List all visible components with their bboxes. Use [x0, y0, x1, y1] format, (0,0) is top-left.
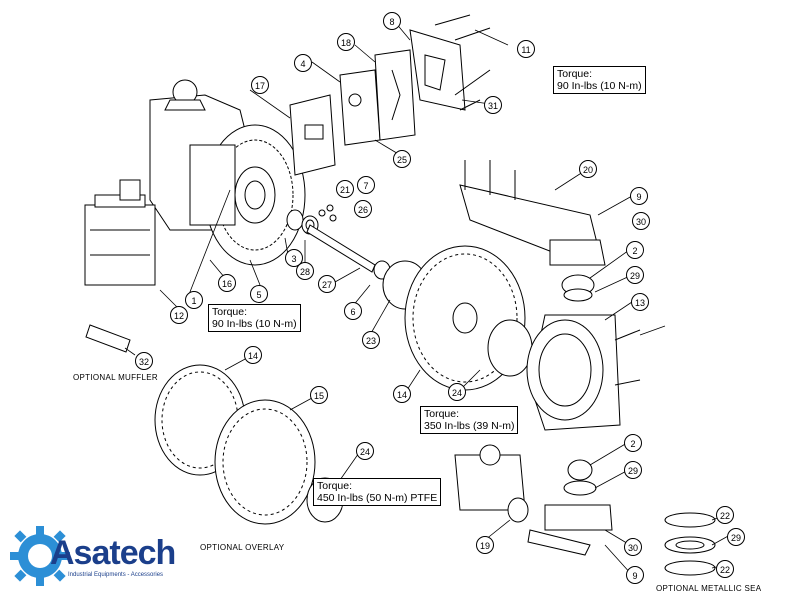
- callout-29b: 29: [624, 461, 642, 479]
- callout-24: 24: [448, 383, 466, 401]
- shaft-parts: [286, 204, 428, 310]
- callout-5: 5: [250, 285, 268, 303]
- asatech-logo: Asatech Industrial Equipments - Accessor…: [10, 520, 190, 590]
- callout-18: 18: [337, 33, 355, 51]
- torque-heading: Torque:: [557, 68, 593, 80]
- callout-19: 19: [476, 536, 494, 554]
- callout-13: 13: [631, 293, 649, 311]
- callout-8: 8: [383, 12, 401, 30]
- callout-3: 3: [285, 249, 303, 267]
- callout-9: 9: [630, 187, 648, 205]
- torque-box-center: Torque: 90 In-lbs (10 N-m): [208, 304, 301, 332]
- callout-22b: 22: [716, 560, 734, 578]
- caption-metallic-seat: OPTIONAL METALLIC SEA: [656, 584, 762, 593]
- callout-6: 6: [344, 302, 362, 320]
- callout-2b: 2: [624, 434, 642, 452]
- callout-30: 30: [632, 212, 650, 230]
- torque-box-ptfe: Torque: 450 In-lbs (50 N-m) PTFE: [313, 478, 442, 506]
- callout-7: 7: [357, 176, 375, 194]
- torque-heading: Torque:: [317, 480, 353, 492]
- callout-9b: 9: [626, 566, 644, 584]
- callout-20: 20: [579, 160, 597, 178]
- callout-17: 17: [251, 76, 269, 94]
- callout-29c: 29: [727, 528, 745, 546]
- caption-overlay: OPTIONAL OVERLAY: [200, 543, 285, 552]
- callout-21: 21: [336, 180, 354, 198]
- callout-11: 11: [517, 40, 535, 58]
- torque-value: 450 In-lbs (50 N-m) PTFE: [317, 492, 438, 504]
- muffler-icon: [85, 324, 131, 353]
- torque-heading: Torque:: [212, 306, 248, 318]
- torque-value: 90 In-lbs (10 N-m): [557, 80, 642, 92]
- caption-muffler: OPTIONAL MUFFLER: [73, 373, 158, 382]
- top-plates: [289, 14, 491, 176]
- torque-heading: Torque:: [424, 408, 460, 420]
- metallic-seats: [664, 512, 716, 576]
- callout-16: 16: [218, 274, 236, 292]
- callout-31: 31: [484, 96, 502, 114]
- callout-26: 26: [354, 200, 372, 218]
- callout-28: 28: [296, 262, 314, 280]
- center-section: [84, 79, 306, 286]
- callout-25: 25: [393, 150, 411, 168]
- callout-27: 27: [318, 275, 336, 293]
- callout-4: 4: [294, 54, 312, 72]
- callout-1: 1: [185, 291, 203, 309]
- torque-box-top: Torque: 90 In-lbs (10 N-m): [553, 66, 646, 94]
- callout-29: 29: [626, 266, 644, 284]
- torque-box-diaphragm: Torque: 350 In-lbs (39 N-m): [420, 406, 519, 434]
- callout-24b: 24: [356, 442, 374, 460]
- gear-icon: [10, 526, 70, 586]
- brand-tagline: Industrial Equipments - Accessories: [68, 572, 164, 578]
- torque-value: 350 In-lbs (39 N-m): [424, 420, 515, 432]
- callout-12: 12: [170, 306, 188, 324]
- callout-23: 23: [362, 331, 380, 349]
- callout-15: 15: [310, 386, 328, 404]
- callout-32: 32: [135, 352, 153, 370]
- callout-22: 22: [716, 506, 734, 524]
- callout-2: 2: [626, 241, 644, 259]
- torque-value: 90 In-lbs (10 N-m): [212, 318, 297, 330]
- callout-14b: 14: [393, 385, 411, 403]
- callout-14: 14: [244, 346, 262, 364]
- brand-name: Asatech: [50, 534, 176, 572]
- callout-30b: 30: [624, 538, 642, 556]
- liquid-chamber: [454, 160, 641, 556]
